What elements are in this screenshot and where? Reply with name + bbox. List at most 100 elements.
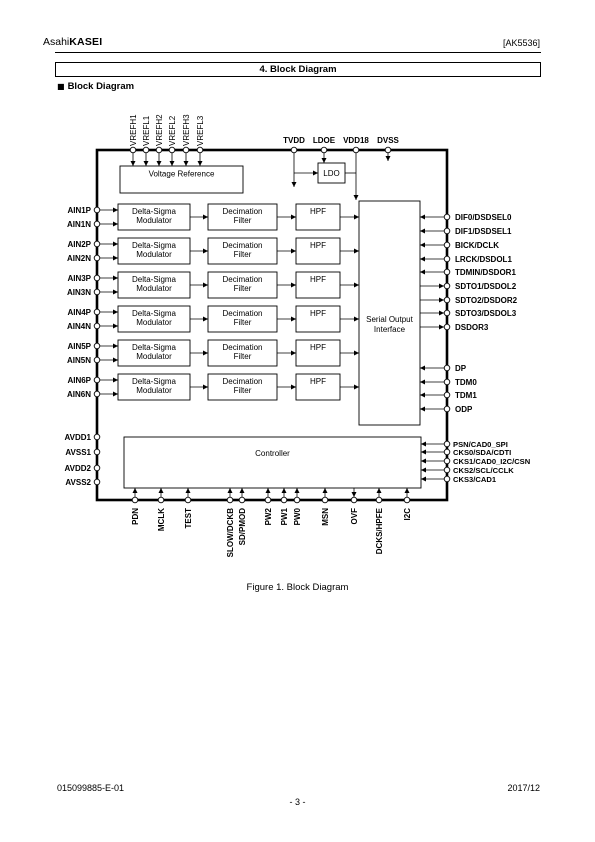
decimation-filter-block [207, 237, 278, 265]
sdto3-dsdol3-pin-label: SDTO3/DSDOL3 [455, 309, 517, 318]
vrefl1-pin-label: VREFL1 [142, 115, 151, 146]
analog-input-pin-terminal [93, 206, 101, 214]
vrefh2-pin-label: VREFH2 [155, 114, 164, 146]
sd-pmod-pin-label: SD/PMOD [238, 508, 247, 546]
avdd1-pin-label: AVDD1 [64, 433, 91, 442]
ain2n-pin-label: AIN2N [67, 254, 91, 263]
ain4p-pin-label: AIN4P [67, 308, 91, 317]
power-pin-terminal [290, 146, 298, 154]
analog-input-pin-terminal [93, 240, 101, 248]
vref-pin-terminal [142, 146, 150, 154]
cks2-scl-cclk-pin-label: CKS2/SCL/CCLK [453, 466, 514, 475]
analog-power-pin-terminal [93, 448, 101, 456]
modulator-label-line2: Modulator [136, 386, 172, 395]
hpf-label: HPF [310, 207, 326, 216]
modulator-label-line2: Modulator [136, 216, 172, 225]
bottom-pin-terminal [321, 496, 329, 504]
sdto1-dsdol2-pin-label: SDTO1/DSDOL2 [455, 282, 517, 291]
ain3p-pin-label: AIN3P [67, 274, 91, 283]
control-pin-terminal [443, 448, 451, 456]
hpf-block [295, 373, 341, 401]
dif1-dsdsel1-pin-label: DIF1/DSDSEL1 [455, 227, 512, 236]
serial-output-label-line1: Serial Output [366, 315, 413, 324]
footer-date: 2017/12 [507, 783, 540, 793]
control-pin-terminal [443, 457, 451, 465]
pw2-pin-label: PW2 [264, 507, 273, 525]
ain1n-pin-label: AIN1N [67, 220, 91, 229]
analog-power-pin-terminal [93, 478, 101, 486]
serial-pin-terminal [443, 268, 451, 276]
dcks-hpfe-pin-label: DCKS/HPFE [375, 507, 384, 554]
bottom-pin-terminal [350, 496, 358, 504]
analog-input-pin-terminal [93, 254, 101, 262]
bottom-pin-terminal [293, 496, 301, 504]
decimation-label-line1: Decimation [222, 207, 262, 216]
serial-pin-terminal [443, 213, 451, 221]
analog-power-pin-terminal [93, 464, 101, 472]
delta-sigma-modulator-block [117, 271, 191, 299]
pdn-pin-label: PDN [131, 508, 140, 525]
decimation-label-line1: Decimation [222, 309, 262, 318]
decimation-label-line1: Decimation [222, 377, 262, 386]
modulator-label-line2: Modulator [136, 250, 172, 259]
cks3-cad1-pin-label: CKS3/CAD1 [453, 475, 497, 484]
decimation-label-line1: Decimation [222, 275, 262, 284]
square-bullet-icon: ■ [57, 82, 65, 91]
tvdd-pin-label: TVDD [283, 136, 305, 145]
dif0-dsdsel0-pin-label: DIF0/DSDSEL0 [455, 213, 512, 222]
modulator-label-line1: Delta-Sigma [132, 275, 177, 284]
power-pin-terminal [320, 146, 328, 154]
bottom-pin-terminal [157, 496, 165, 504]
decimation-label-line2: Filter [234, 386, 252, 395]
decimation-label-line2: Filter [234, 352, 252, 361]
modulator-label-line1: Delta-Sigma [132, 309, 177, 318]
ldo-block [317, 162, 346, 184]
footer-document-number: 015099885-E-01 [57, 783, 125, 793]
decimation-label-line2: Filter [234, 216, 252, 225]
header-divider [55, 52, 541, 53]
hpf-label: HPF [310, 377, 326, 386]
delta-sigma-modulator-block [117, 203, 191, 231]
pw0-pin-label: PW0 [293, 507, 302, 525]
bick-dclk-pin-label: BICK/DCLK [455, 241, 499, 250]
modulator-label-line2: Modulator [136, 318, 172, 327]
vrefh3-pin-label: VREFH3 [182, 114, 191, 146]
delta-sigma-modulator-block [117, 237, 191, 265]
decimation-label-line1: Decimation [222, 343, 262, 352]
vref-pin-terminal [155, 146, 163, 154]
ain6p-pin-label: AIN6P [67, 376, 91, 385]
serial-pin-terminal [443, 296, 451, 304]
ovf-pin-label: OVF [350, 508, 359, 525]
psn-cad0-spi-pin-label: PSN/CAD0_SPI [453, 440, 508, 449]
aux-pin-terminal [443, 405, 451, 413]
modulator-label-line1: Delta-Sigma [132, 377, 177, 386]
cks1-cad0-i2c-csn-pin-label: CKS1/CAD0_I2C/CSN [453, 457, 530, 466]
hpf-block [295, 305, 341, 333]
hpf-label: HPF [310, 343, 326, 352]
mclk-pin-label: MCLK [157, 508, 166, 531]
bottom-pin-terminal [131, 496, 139, 504]
analog-input-pin-terminal [93, 220, 101, 228]
hpf-block [295, 271, 341, 299]
aux-pin-terminal [443, 364, 451, 372]
analog-power-pin-terminal [93, 433, 101, 441]
control-pin-terminal [443, 475, 451, 483]
ain3n-pin-label: AIN3N [67, 288, 91, 297]
decimation-filter-block [207, 203, 278, 231]
modulator-label-line1: Delta-Sigma [132, 241, 177, 250]
subsection-heading-text: Block Diagram [67, 81, 135, 92]
modulator-label-line1: Delta-Sigma [132, 343, 177, 352]
controller-block [123, 436, 422, 489]
lrck-dsdol1-pin-label: LRCK/DSDOL1 [455, 255, 512, 264]
ain1p-pin-label: AIN1P [67, 206, 91, 215]
subsection-heading: ■Block Diagram [57, 81, 134, 93]
hpf-label: HPF [310, 275, 326, 284]
logo-asahi-text: Asahi [43, 36, 70, 48]
ain5n-pin-label: AIN5N [67, 356, 91, 365]
decimation-filter-block [207, 271, 278, 299]
bottom-pin-terminal [375, 496, 383, 504]
hpf-block [295, 237, 341, 265]
sdto2-dsdor2-pin-label: SDTO2/DSDOR2 [455, 296, 518, 305]
odp-pin-label: ODP [455, 405, 473, 414]
